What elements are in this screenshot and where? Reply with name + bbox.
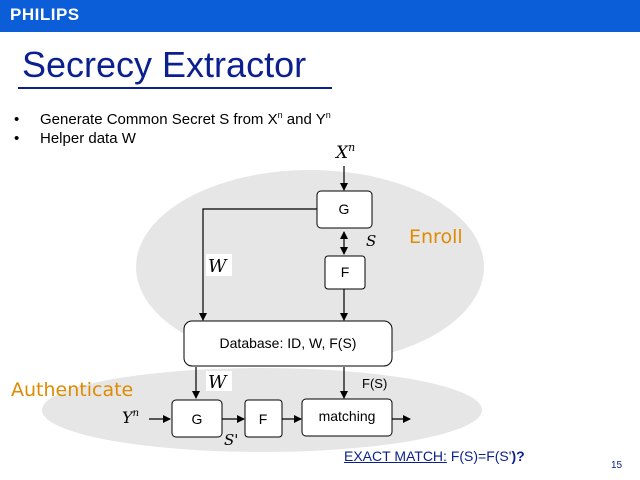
enroll-function-label: F — [341, 264, 350, 280]
bullet-item: • Helper data W — [14, 127, 331, 150]
bullet-superscript: n — [325, 110, 331, 120]
bullet-dot-icon: • — [14, 130, 20, 147]
bullet-text: Helper data W — [40, 130, 136, 147]
fs-label: F(S) — [362, 376, 387, 391]
enroll-region — [136, 170, 484, 364]
helper-w-label-auth-bg — [206, 371, 232, 391]
helper-w-label-enroll: W — [208, 256, 228, 277]
bullet-item: •Generate Common Secret S from Xn and Yn — [14, 104, 331, 128]
matching-box — [301, 398, 393, 437]
authenticate-region-label: Authenticate — [11, 379, 133, 401]
bullet-text: and Y — [282, 111, 326, 128]
exact-match-question: )? — [511, 448, 525, 464]
bullet-dot-icon: • — [14, 111, 20, 128]
secret-s-label: S — [366, 232, 376, 250]
exact-match-note: EXACT MATCH: F(S)=F(S')? — [344, 448, 525, 464]
input-x-label: Xn — [334, 141, 355, 163]
title-underline — [18, 87, 332, 89]
enroll-function-box — [324, 255, 366, 290]
helper-w-label-auth: W — [208, 372, 228, 393]
input-y-label: Yn — [122, 408, 139, 427]
matching-label: matching — [319, 408, 376, 424]
brand-bar: PHILIPS — [0, 0, 640, 32]
database-box — [183, 320, 393, 367]
enroll-region-label: Enroll — [409, 226, 463, 248]
bullet-superscript: n — [277, 110, 283, 120]
helper-w-label-bg — [206, 254, 232, 276]
auth-generate-label: G — [192, 411, 203, 427]
database-label: Database: ID, W, F(S) — [220, 335, 357, 351]
slide-title: Secrecy Extractor — [22, 44, 307, 85]
philips-logo: PHILIPS — [10, 5, 80, 24]
bullet-text: Generate Common Secret S from X — [40, 111, 278, 128]
exact-match-formula: F(S)=F(S' — [446, 448, 512, 464]
enroll-generate-label: G — [339, 201, 350, 217]
secret-s-prime-label: S' — [224, 431, 238, 449]
page-number: 15 — [611, 460, 623, 471]
auth-function-label: F — [259, 411, 268, 427]
arrow-helper-to-database — [199, 208, 317, 321]
exact-match-label: EXACT MATCH: — [344, 448, 447, 464]
bullet-list: •Generate Common Secret S from Xn and Yn… — [14, 104, 331, 150]
